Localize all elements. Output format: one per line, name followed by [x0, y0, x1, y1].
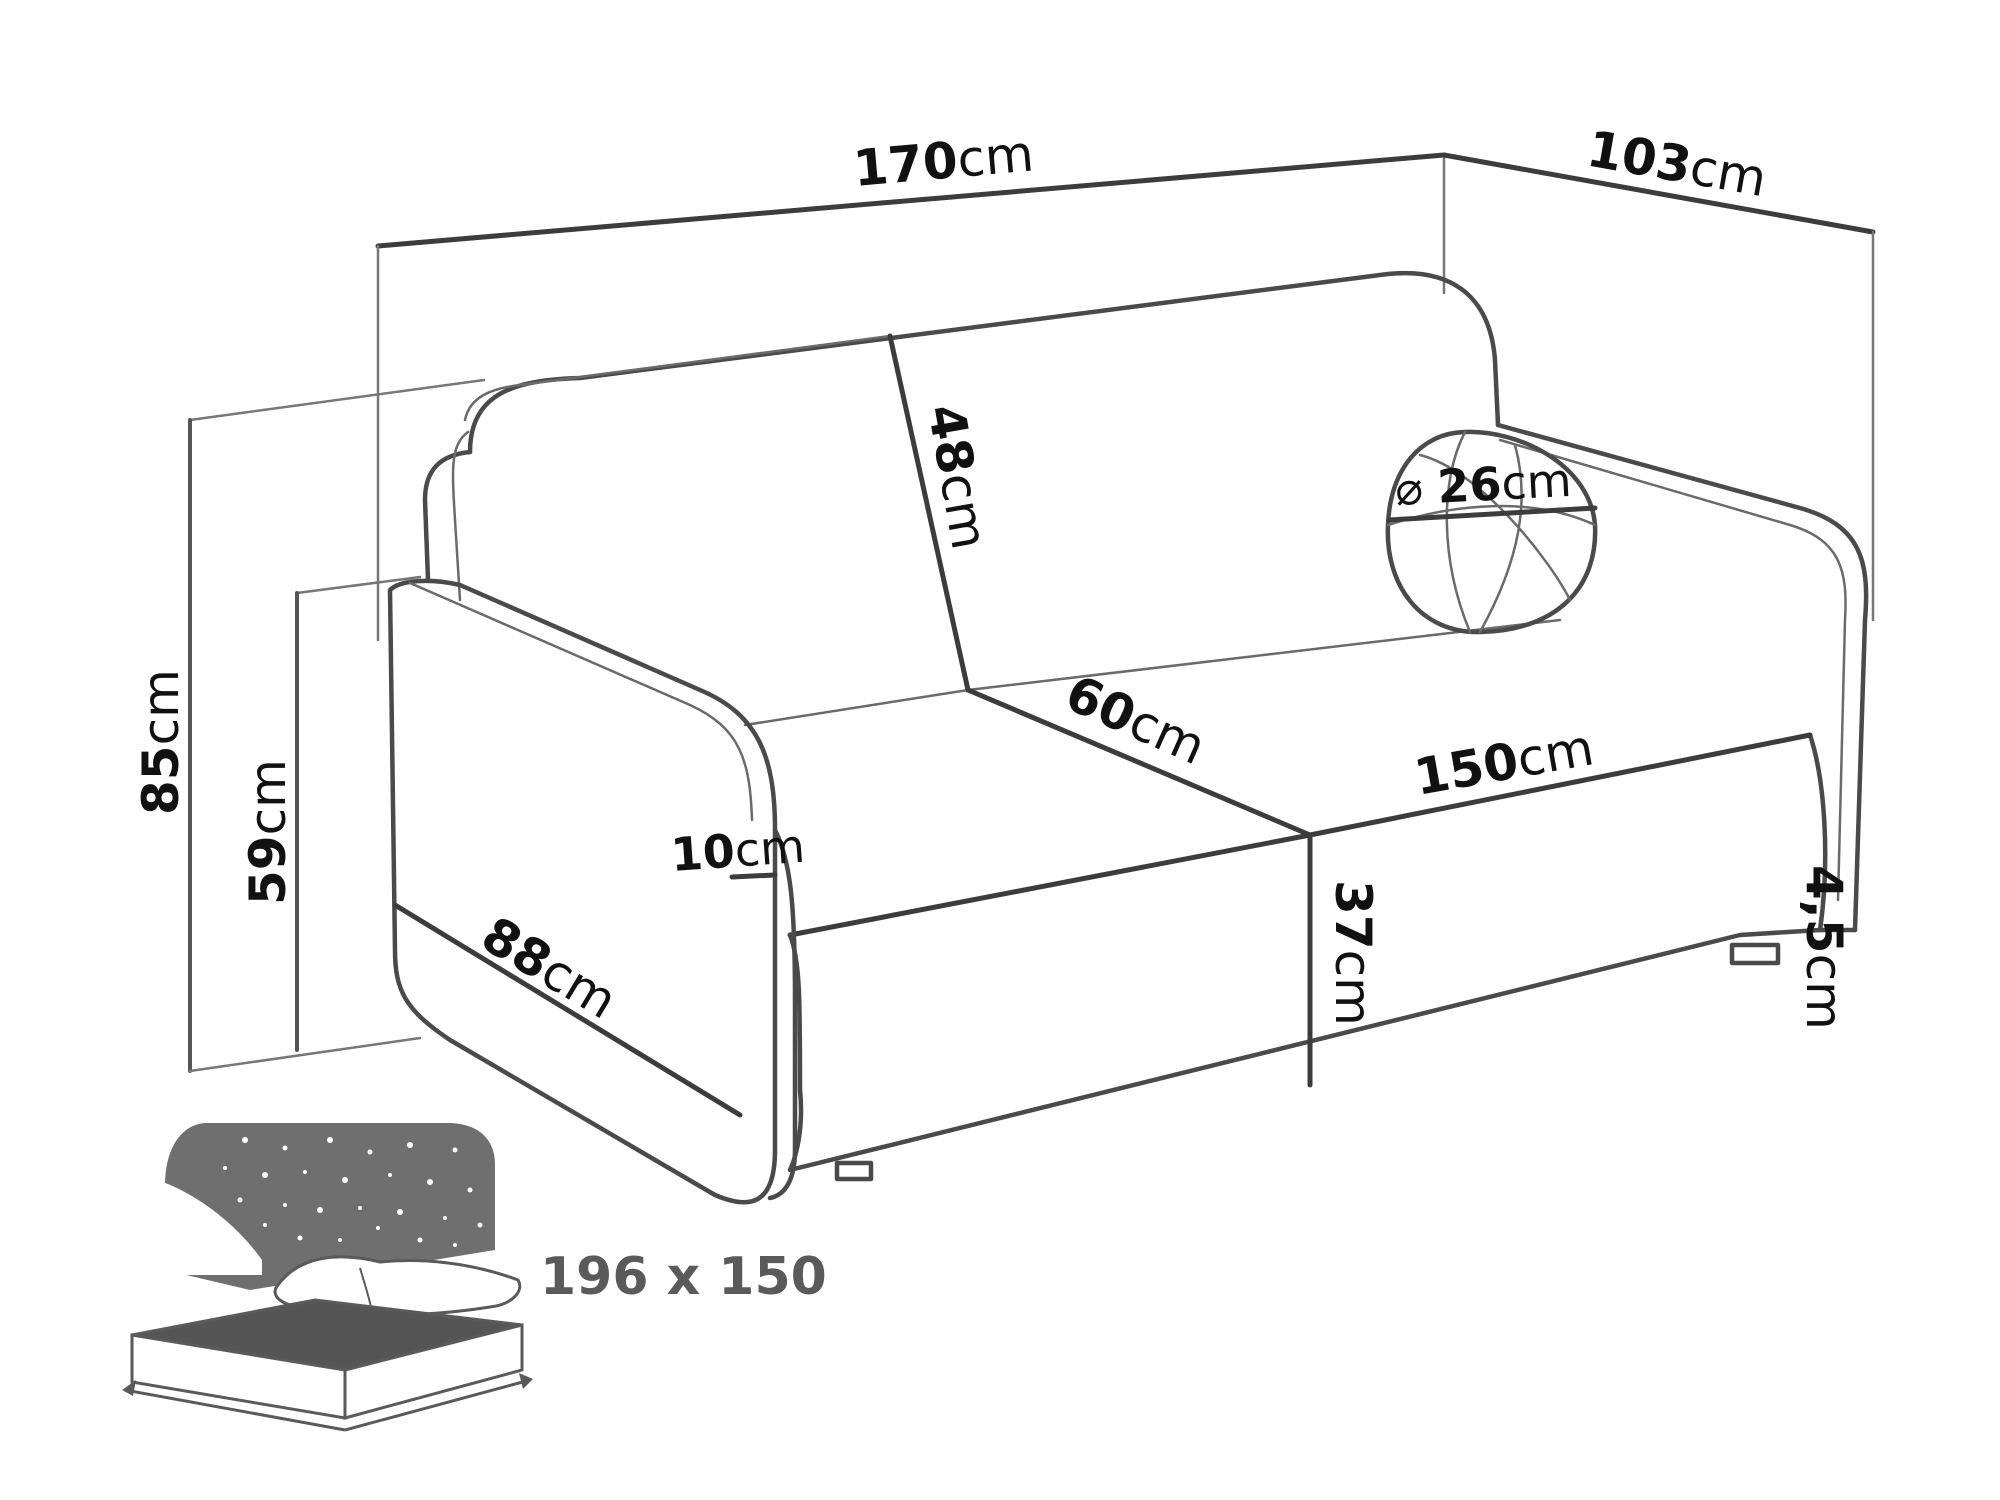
sleeping-area-label: 196 x 150	[540, 1247, 827, 1307]
left-armrest-side-seam	[392, 902, 743, 1118]
seat-front-edge-left	[965, 687, 1313, 838]
height-label: 85cm	[132, 669, 190, 815]
seat-front-face	[787, 927, 1823, 1173]
front-leg-right	[1729, 942, 1781, 966]
back-divider-seam	[887, 333, 971, 693]
front-leg-left	[834, 1160, 874, 1182]
arm-width-label: 10cm	[669, 819, 807, 882]
arm-height-top-extension	[295, 575, 422, 595]
depth-dimension-line	[1441, 152, 1876, 235]
decorative-ball-pillow	[1385, 429, 1598, 635]
leg-height-label: 4,5cm	[1795, 865, 1853, 1030]
overall-dimension-guides	[188, 152, 1876, 1073]
backrest	[467, 270, 1501, 455]
back-left-roll-inner	[451, 430, 470, 602]
pillow-diameter-label: ⌀ 26cm	[1394, 453, 1573, 516]
seat-front-lower-left	[787, 832, 1313, 938]
width-dimension-line	[375, 152, 1447, 249]
pillow-seam-3	[1478, 443, 1523, 634]
right-armrest-front	[1807, 732, 1858, 933]
seat-front-edge-right	[1307, 732, 1813, 838]
height-bottom-extension	[188, 1036, 422, 1073]
bed-length-arrow	[124, 1388, 346, 1432]
back-height-label: 48cm	[916, 400, 998, 554]
pillow-diameter-line	[1386, 505, 1598, 523]
right-armrest	[1495, 422, 1869, 933]
back-left-roll	[422, 449, 473, 583]
stars	[183, 1137, 483, 1264]
backrest-inner-seam	[463, 334, 892, 422]
bed-width-arrow	[344, 1378, 531, 1432]
height-top-extension	[188, 378, 486, 422]
arm-height-label: 59cm	[239, 759, 297, 905]
bed-arrow-head-left	[122, 1380, 136, 1396]
pillow-seam-4	[1418, 453, 1572, 602]
sky-inner-curve	[165, 1183, 262, 1275]
seat-height-label: 37cm	[1324, 880, 1382, 1026]
width-label: 170cm	[851, 124, 1036, 198]
mattress-front	[343, 1323, 524, 1420]
left-armrest-top-seam	[408, 581, 754, 822]
bed-with-stars-icon: 196 x 150	[122, 1123, 827, 1432]
sofa-outline	[387, 270, 1869, 1205]
arm-width-marker	[729, 872, 778, 880]
left-armrest	[387, 578, 778, 1205]
pillow-seam-1	[1445, 430, 1472, 634]
right-armrest-inner	[1498, 438, 1847, 902]
arm-depth-label: 88cm	[472, 906, 627, 1031]
bed-arrow-head-right	[519, 1373, 533, 1389]
seat-width-label: 150cm	[1410, 718, 1598, 806]
left-armrest-front-face	[767, 827, 798, 1201]
